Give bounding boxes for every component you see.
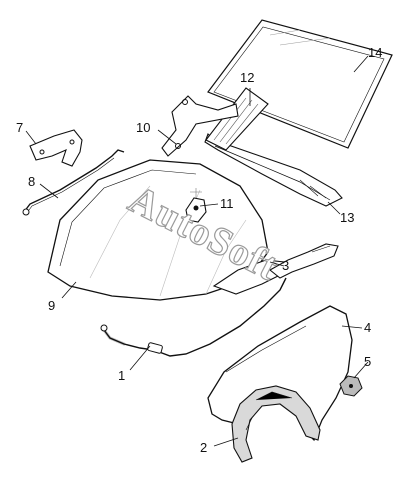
callouts: 1 2 3 4 5 7 8 9 10 11 12 13 14	[16, 45, 382, 455]
latch-bracket-part	[29, 129, 83, 167]
front-fender-part	[207, 305, 353, 442]
callout-5: 5	[364, 354, 371, 369]
leader-line-5	[353, 361, 369, 379]
cowl-panel-part	[204, 133, 343, 207]
leader-lines	[25, 55, 369, 447]
leader-line-3	[269, 261, 285, 267]
leader-line-1	[129, 345, 151, 371]
hood-latch-part	[185, 188, 207, 223]
hood-panel-part	[47, 159, 269, 301]
wheel-arch-liner-part	[231, 385, 321, 463]
leader-line-14	[353, 55, 369, 73]
fender-clip-part	[339, 375, 363, 397]
callout-9: 9	[48, 298, 55, 313]
callout-3: 3	[282, 258, 289, 273]
callout-14: 14	[368, 45, 382, 60]
callout-1: 1	[118, 368, 125, 383]
leader-line-2	[213, 437, 239, 447]
callout-10: 10	[136, 120, 150, 135]
leader-line-9	[61, 281, 77, 299]
callout-8: 8	[28, 174, 35, 189]
leader-line-4	[341, 325, 363, 329]
leader-line-7	[25, 130, 37, 145]
leader-line-8	[39, 183, 59, 199]
callout-2: 2	[200, 440, 207, 455]
release-cable-part	[100, 277, 287, 357]
callout-13: 13	[340, 210, 354, 225]
leader-line-13	[327, 201, 341, 215]
callout-11: 11	[220, 196, 234, 211]
leader-line-11	[199, 203, 219, 207]
callout-7: 7	[16, 120, 23, 135]
callout-4: 4	[364, 320, 371, 335]
callout-12: 12	[240, 70, 254, 85]
windshield-part	[207, 19, 393, 149]
hood-prop-rod-part	[22, 149, 125, 216]
hood-lock-part	[212, 243, 339, 295]
leader-line-10	[157, 129, 177, 145]
hinge-bracket-part	[161, 95, 239, 157]
